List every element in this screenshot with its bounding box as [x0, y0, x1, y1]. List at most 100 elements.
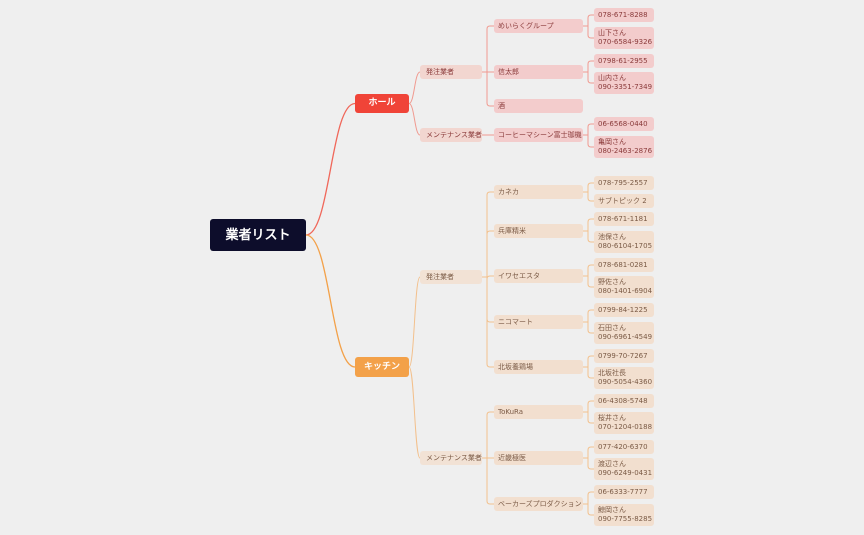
leaf-line: 山内さん — [598, 74, 626, 82]
connector-line — [583, 230, 594, 243]
vendor-node[interactable]: 酒 — [494, 99, 583, 113]
connector-line — [482, 25, 494, 73]
vendor-node[interactable]: 兵庫精米 — [494, 224, 583, 238]
connector-line — [583, 182, 594, 193]
connector-line — [583, 71, 594, 84]
connector-line — [482, 71, 494, 107]
connector-line — [583, 264, 594, 277]
leaf-line: 0799-70-7267 — [598, 351, 648, 360]
leaf-line: 0799-84-1225 — [598, 305, 648, 314]
group-node[interactable]: メンテナンス業者 — [420, 128, 482, 142]
leaf-line: 080-2463-2876 — [598, 147, 653, 155]
leaf-line: 080-1401-6904 — [598, 287, 653, 295]
connector-line — [583, 366, 594, 379]
contact-node[interactable]: 078-795-2557 — [594, 176, 654, 190]
contact-node[interactable]: 06-4308-5748 — [594, 394, 654, 408]
contact-node[interactable]: 0799-84-1225 — [594, 303, 654, 317]
leaf-line: 070-6584-9326 — [598, 38, 653, 46]
vendor-node[interactable]: カネカ — [494, 185, 583, 199]
leaf-line: 池保さん — [598, 233, 626, 241]
contact-node[interactable]: 0798-61-2955 — [594, 54, 654, 68]
leaf-line: 090-6249-0431 — [598, 469, 653, 477]
leaf-line: 090-7755-8285 — [598, 515, 653, 523]
leaf-line: 080-6104-1705 — [598, 242, 653, 250]
contact-node[interactable]: 06-6333-7777 — [594, 485, 654, 499]
group-node[interactable]: 発注業者 — [420, 65, 482, 79]
leaf-line: 078-671-8288 — [598, 10, 648, 19]
vendor-node[interactable]: ニコマート — [494, 315, 583, 329]
connector-line — [408, 366, 421, 459]
vendor-node[interactable]: 北坂養鶏場 — [494, 360, 583, 374]
leaf-line: サブトピック 2 — [598, 196, 647, 205]
connector-line — [583, 491, 594, 505]
group-node[interactable]: メンテナンス業者 — [420, 451, 482, 465]
vendor-node[interactable]: ToKuRa — [494, 405, 583, 419]
branch-kitchen[interactable]: キッチン — [355, 357, 409, 377]
vendor-node[interactable]: コーヒーマシーン富士珈機 — [494, 128, 583, 142]
leaf-line: 090-3351-7349 — [598, 83, 653, 91]
connector-line — [583, 275, 594, 288]
contact-node[interactable]: 06-6568-0440 — [594, 117, 654, 131]
connector-line — [583, 457, 594, 470]
connector-line — [305, 234, 356, 368]
connector-line — [583, 446, 594, 459]
leaf-line: 078-671-1181 — [598, 214, 648, 223]
branch-hall[interactable]: ホール — [355, 94, 409, 113]
connector-line — [583, 123, 594, 136]
vendor-node[interactable]: イワセエスタ — [494, 269, 583, 283]
leaf-line: 桜井さん — [598, 414, 626, 422]
root-node[interactable]: 業者リスト — [210, 219, 306, 251]
leaf-line: 06-6568-0440 — [598, 119, 648, 128]
connector-line — [408, 71, 421, 104]
connector-line — [482, 276, 494, 368]
connector-line — [482, 230, 494, 278]
contact-node[interactable]: 078-671-8288 — [594, 8, 654, 22]
contact-node[interactable]: 078-681-0281 — [594, 258, 654, 272]
contact-node[interactable]: 077-420-6370 — [594, 440, 654, 454]
connector-line — [583, 218, 594, 232]
vendor-node[interactable]: 信太郎 — [494, 65, 583, 79]
group-node[interactable]: 発注業者 — [420, 270, 482, 284]
connector-line — [408, 103, 421, 136]
connector-line — [583, 400, 594, 413]
leaf-line: 0798-61-2955 — [598, 56, 648, 65]
connector-line — [583, 25, 594, 39]
connector-line — [583, 191, 594, 202]
leaf-line: 077-420-6370 — [598, 442, 648, 451]
vendor-node[interactable]: 近畿極医 — [494, 451, 583, 465]
connector-line — [583, 321, 594, 334]
leaf-line: 078-795-2557 — [598, 178, 648, 187]
connector-line — [583, 60, 594, 73]
connector-line — [583, 134, 594, 148]
leaf-line: 06-6333-7777 — [598, 487, 648, 496]
vendor-node[interactable]: ベーカーズプロダクション — [494, 497, 583, 511]
leaf-line: 亀岡さん — [598, 138, 626, 146]
connector-line — [482, 191, 494, 278]
connector-line — [482, 276, 494, 323]
contact-node[interactable]: サブトピック 2 — [594, 194, 654, 208]
vendor-node[interactable]: めいらくグループ — [494, 19, 583, 33]
leaf-line: 078-681-0281 — [598, 260, 648, 269]
leaf-line: 070-1204-0188 — [598, 423, 653, 431]
connector-line — [583, 503, 594, 516]
connector-line — [305, 102, 356, 236]
connector-line — [482, 411, 494, 459]
leaf-line: 090-6961-4549 — [598, 333, 653, 341]
leaf-line: 野佐さん — [598, 278, 626, 286]
leaf-line: 北坂社長 — [598, 369, 626, 377]
contact-node[interactable]: 078-671-1181 — [594, 212, 654, 226]
leaf-line: 山下さん — [598, 29, 626, 37]
contact-node[interactable]: 0799-70-7267 — [594, 349, 654, 363]
leaf-line: 渡辺さん — [598, 460, 626, 468]
